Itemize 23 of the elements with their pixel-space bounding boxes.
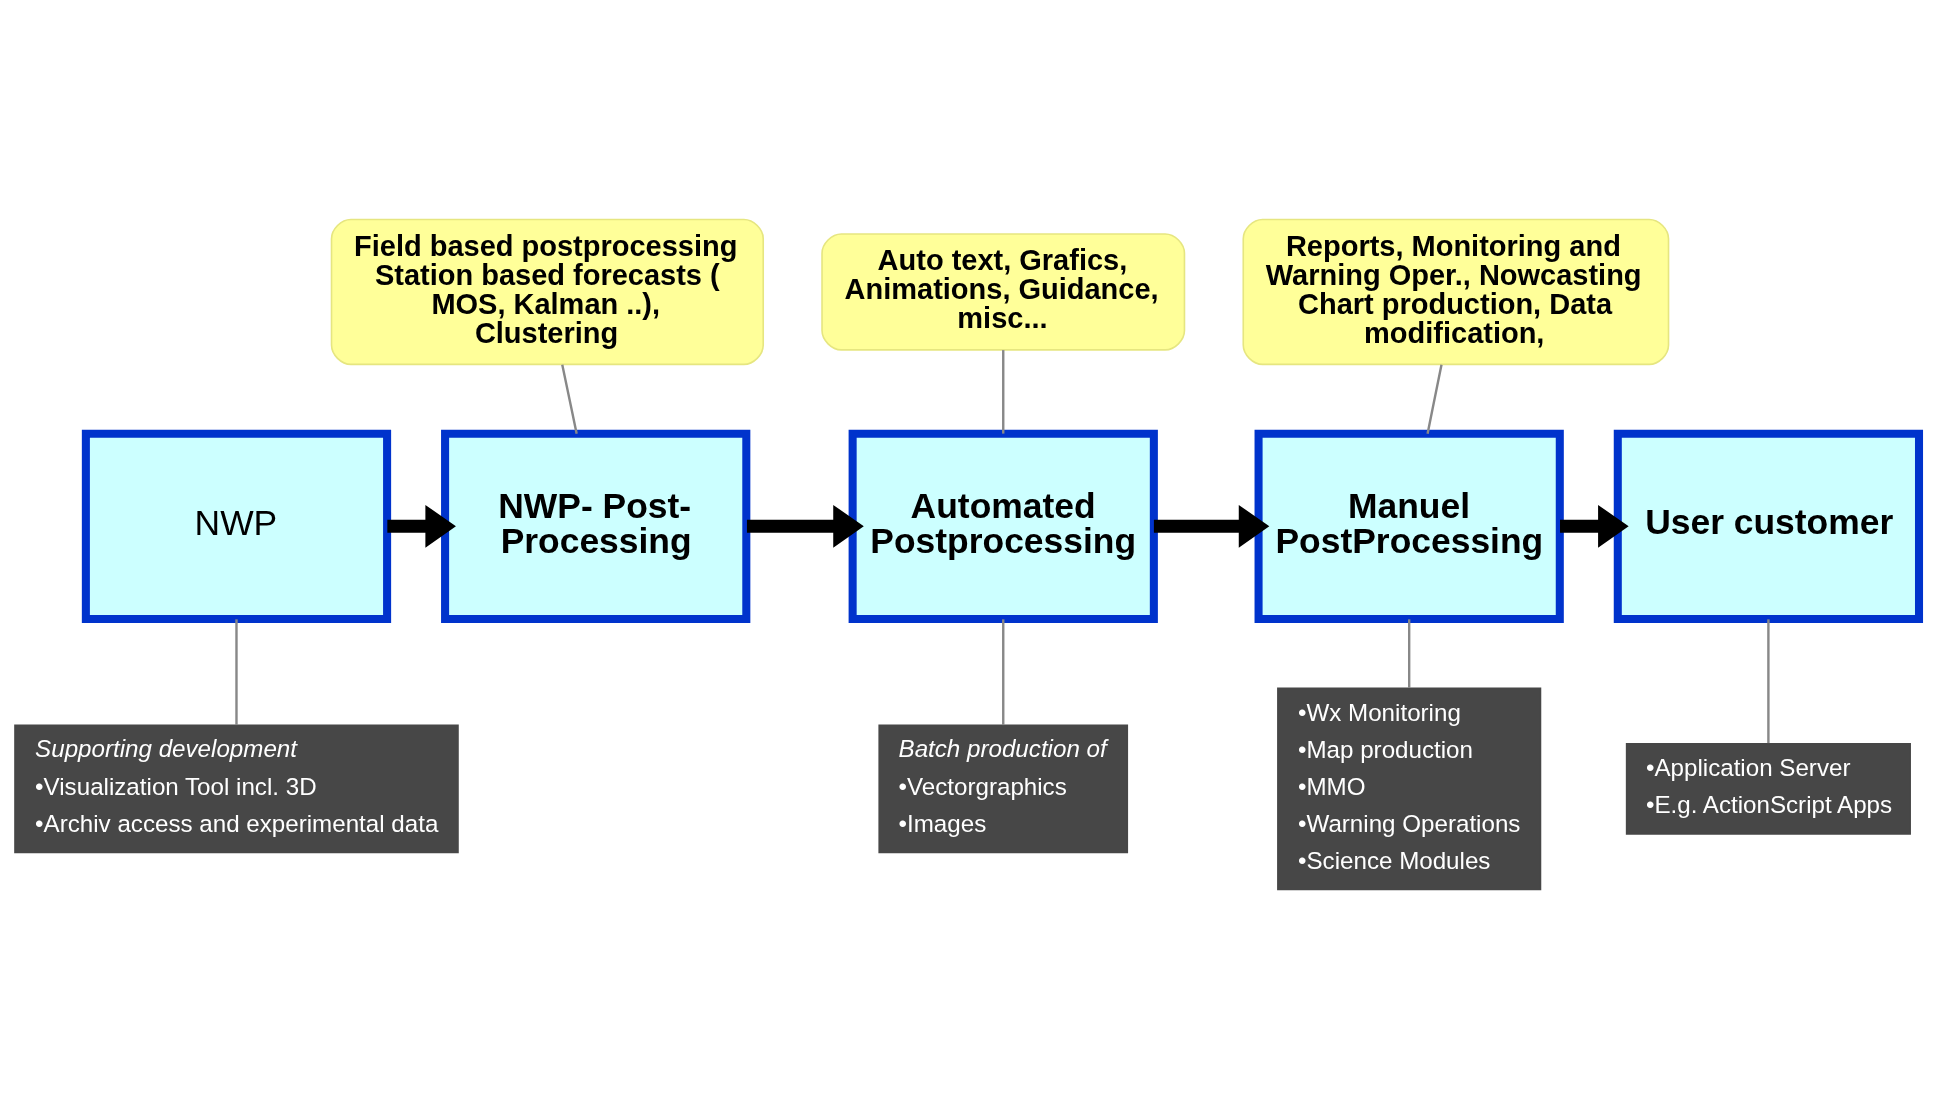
node-box: Auto text, Grafics, Animations, Guidance, misc... [821,233,1186,351]
node-box: User customer [1613,429,1924,623]
node-box: Field based postprocessing Station based forecasts ( MOS, Kalman ..), Clustering [330,218,765,366]
connector [1002,350,1005,434]
node-box: Batch production of •Vectorgraphics •Images [878,724,1129,854]
node-box: Manuel PostProcessing [1254,429,1564,623]
connector [1426,364,1443,434]
node-box: Supporting development •Visualization Tool incl. 3D •Archiv access and experimental data [14,724,459,854]
node-box: •Application Server •E.g. ActionScript Apps [1625,742,1911,835]
connector [1002,619,1005,726]
node-box: Automated Postprocessing [848,429,1158,623]
connector [1407,619,1411,688]
node-box: NWP- Post- Processing [441,429,751,623]
node-box: Reports, Monitoring and Warning Oper., Nowcasting Chart production, Data modification, [1242,218,1670,366]
connector [1767,619,1770,744]
connector [235,619,238,726]
arrow [746,504,864,548]
node-box: NWP [81,429,392,623]
arrow [1153,504,1270,548]
node-box: •Wx Monitoring •Map production •MMO •Warning Operations •Science Modules [1277,687,1542,891]
connector [561,364,578,434]
arrow [387,504,456,548]
arrow [1560,504,1629,548]
